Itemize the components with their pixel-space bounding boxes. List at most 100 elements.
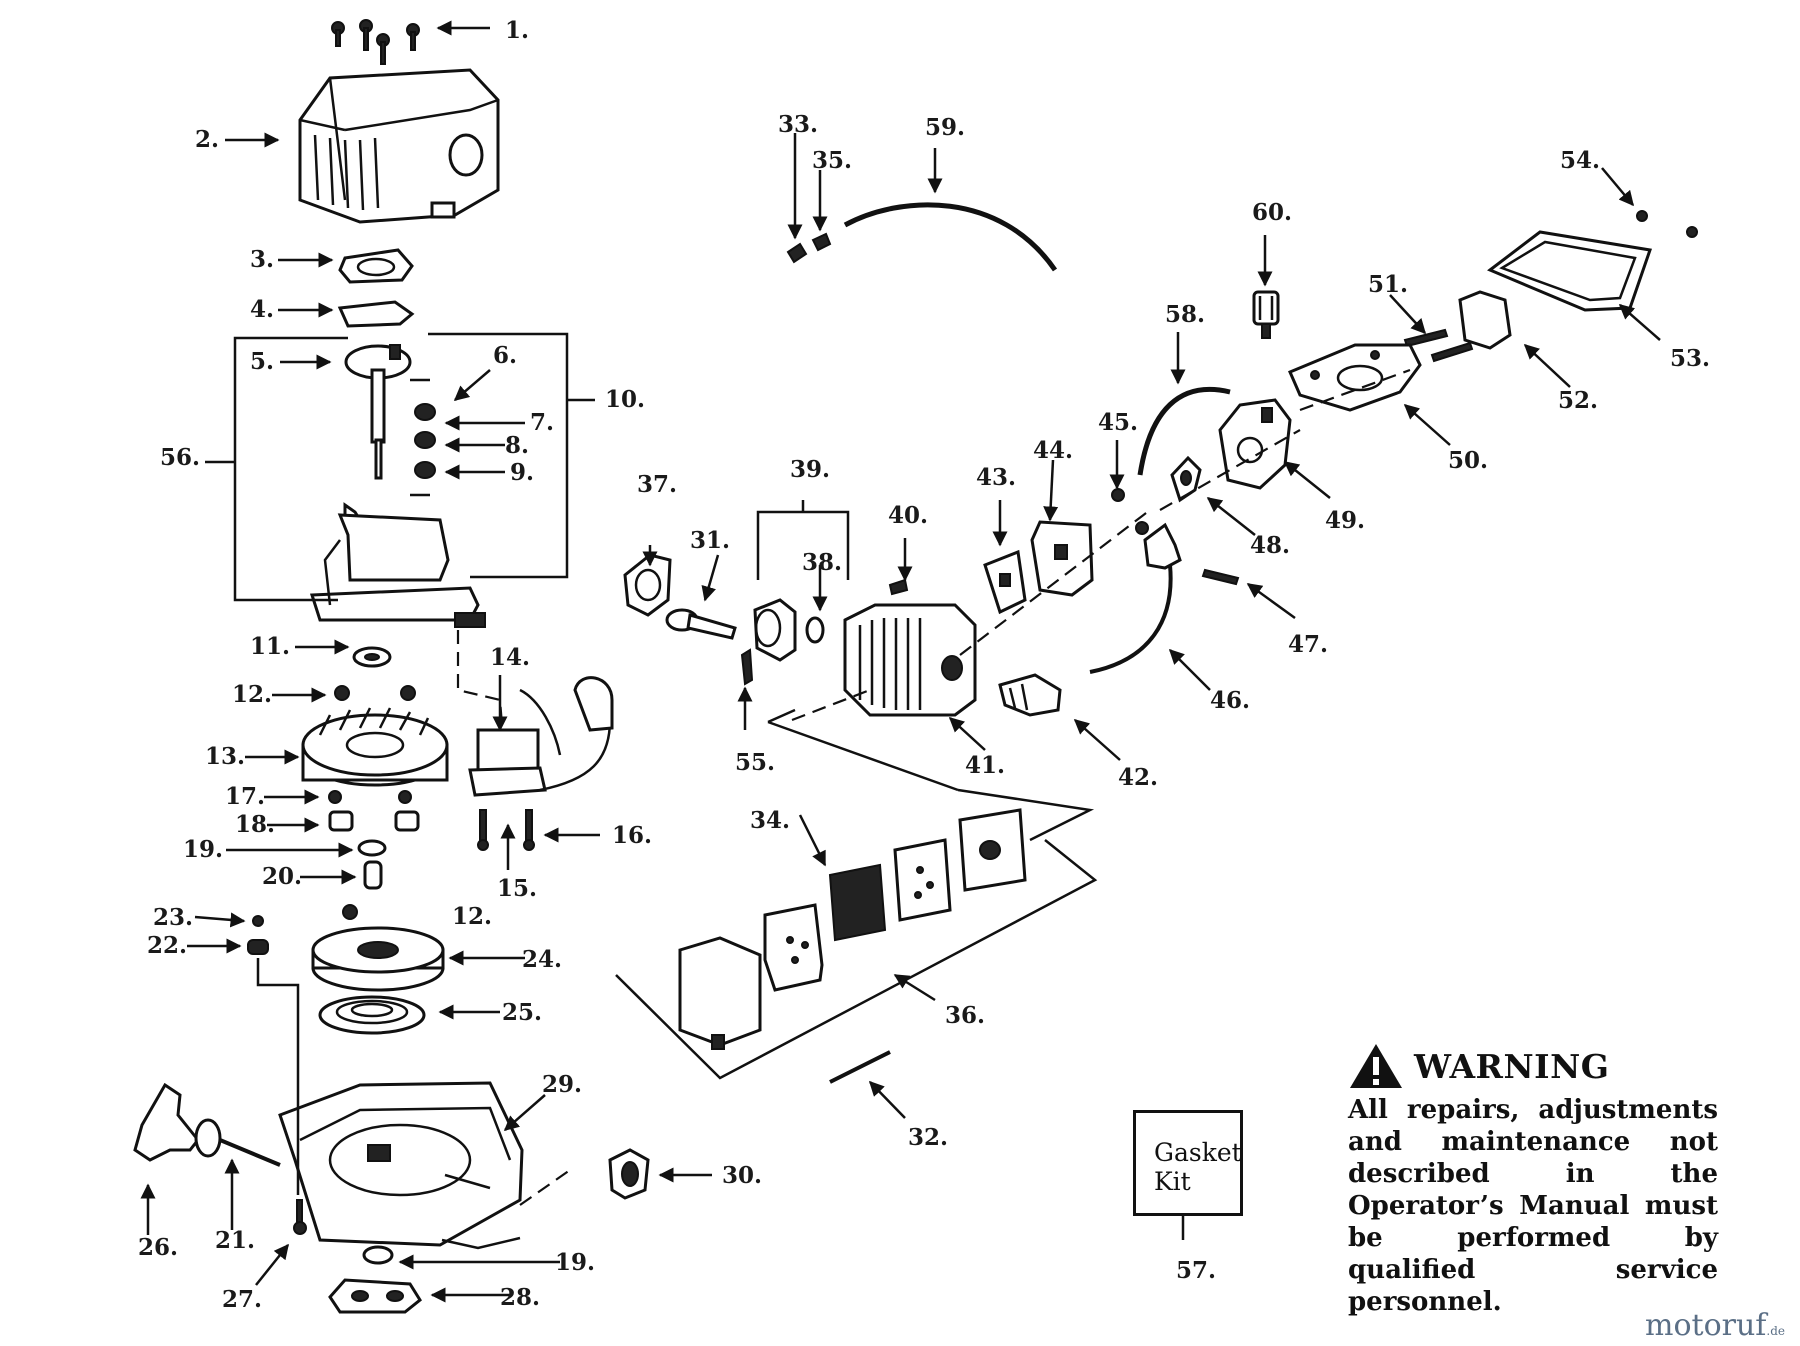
callout-19: 19. [183, 836, 223, 863]
callout-6: 6. [493, 342, 517, 369]
callout-44: 44. [1033, 437, 1073, 464]
part-42-spark-plug [998, 673, 1062, 717]
part-12-screws [334, 685, 416, 920]
callout-26: 26. [138, 1234, 178, 1261]
callout-22: 22. [147, 932, 187, 959]
part-24-pulley [311, 926, 445, 992]
part-22-23-screw-nut [247, 915, 269, 955]
callout-41: 41. [965, 752, 1005, 779]
callout-47: 47. [1288, 631, 1328, 658]
part-4-gasket [337, 300, 415, 328]
callout-46: 46. [1210, 687, 1250, 714]
callout-16: 16. [612, 822, 652, 849]
watermark-logo: motoruf.de [1645, 1308, 1785, 1343]
callout-9: 9. [510, 459, 534, 486]
callout-12-second: 12. [452, 903, 492, 930]
part-50-air-base [1288, 343, 1422, 412]
callout-20: 20. [262, 863, 302, 890]
callout-56: 56. [160, 444, 200, 471]
callout-27: 27. [222, 1286, 262, 1313]
part-33-35-fittings [786, 232, 832, 264]
callout-10: 10. [605, 386, 645, 413]
warning-triangle-icon [1350, 1044, 1402, 1088]
part-60-fuel-filter [1252, 290, 1280, 339]
callout-23: 23. [153, 904, 193, 931]
callout-45: 45. [1098, 409, 1138, 436]
callout-53: 53. [1670, 345, 1710, 372]
part-36-muffler [678, 808, 1027, 1050]
callout-24: 24. [522, 946, 562, 973]
part-14-15-16-ignition [468, 676, 614, 851]
watermark-brand: motoruf [1645, 1308, 1767, 1343]
callout-48: 48. [1250, 532, 1290, 559]
callout-2: 2. [195, 126, 219, 153]
part-49-carburetor [1218, 398, 1292, 490]
part-52-air-filter [1458, 290, 1512, 350]
watermark-suffix: .de [1766, 1324, 1786, 1338]
gasket-kit-label: Gasket Kit [1154, 1138, 1242, 1196]
part-56-crankcase [309, 502, 486, 628]
callout-7: 7. [530, 409, 554, 436]
callout-1: 1. [505, 17, 529, 44]
callout-55: 55. [735, 749, 775, 776]
callout-57: 57. [1176, 1257, 1216, 1284]
warning-block: WARNING All repairs, adjustments and mai… [1348, 1040, 1718, 1318]
callout-11: 11. [250, 633, 290, 660]
part-55-pin [740, 648, 754, 686]
part-26-21-handle-rope [133, 1082, 281, 1167]
callout-31: 31. [690, 527, 730, 554]
part-37-gasket [623, 553, 672, 617]
part-29-starter-housing [278, 1081, 524, 1247]
part-5-crankshaft [344, 344, 412, 480]
gasket-kit-box: Gasket Kit [1133, 1110, 1243, 1216]
callout-35: 35. [812, 147, 852, 174]
callout-28: 28. [500, 1284, 540, 1311]
callout-30: 30. [722, 1162, 762, 1189]
part-32-spring [829, 1050, 891, 1084]
part-59-fuel-line [843, 202, 1058, 272]
callout-34: 34. [750, 807, 790, 834]
callout-42: 42. [1118, 764, 1158, 791]
pointer-arrows [140, 20, 1661, 1303]
part-2-engine-cover [298, 68, 500, 224]
callout-50: 50. [1448, 447, 1488, 474]
callout-49: 49. [1325, 507, 1365, 534]
part-30-seal [608, 1148, 650, 1200]
part-58-fuel-line [1137, 386, 1231, 476]
part-44-intake [1030, 520, 1094, 597]
callout-37: 37. [637, 471, 677, 498]
callout-4: 4. [250, 296, 274, 323]
callout-40: 40. [888, 502, 928, 529]
part-19-20-spacers [357, 839, 387, 890]
callout-21: 21. [215, 1227, 255, 1254]
callout-54: 54. [1560, 147, 1600, 174]
callout-8: 8. [505, 432, 529, 459]
part-38-ring [805, 616, 825, 644]
callout-13: 13. [205, 743, 245, 770]
part-13-flywheel [301, 707, 449, 787]
part-27-screw [293, 1199, 307, 1235]
callout-29: 29. [542, 1071, 582, 1098]
callout-60: 60. [1252, 199, 1292, 226]
callout-33: 33. [778, 111, 818, 138]
callout-14: 14. [490, 644, 530, 671]
part-1-screws [331, 19, 420, 65]
part-48-gasket [1170, 455, 1202, 503]
callout-58: 58. [1165, 301, 1205, 328]
part-39-piston [753, 598, 797, 662]
callout-25: 25. [502, 999, 542, 1026]
part-25-spring [318, 995, 426, 1035]
callout-3: 3. [250, 246, 274, 273]
part-46-throttle-cable [1089, 522, 1182, 674]
part-40-screw [888, 578, 909, 596]
callout-19-second: 19. [555, 1249, 595, 1276]
callout-38: 38. [802, 549, 842, 576]
part-31-connecting-rod [665, 608, 737, 640]
callout-51: 51. [1368, 271, 1408, 298]
part-41-cylinder [843, 603, 977, 717]
part-19-28-washer-plate [328, 1245, 422, 1314]
callout-32: 32. [908, 1124, 948, 1151]
callout-15: 15. [497, 875, 537, 902]
part-6-9-bearings [410, 378, 436, 497]
warning-text: All repairs, adjustments and maintenance… [1348, 1095, 1718, 1317]
